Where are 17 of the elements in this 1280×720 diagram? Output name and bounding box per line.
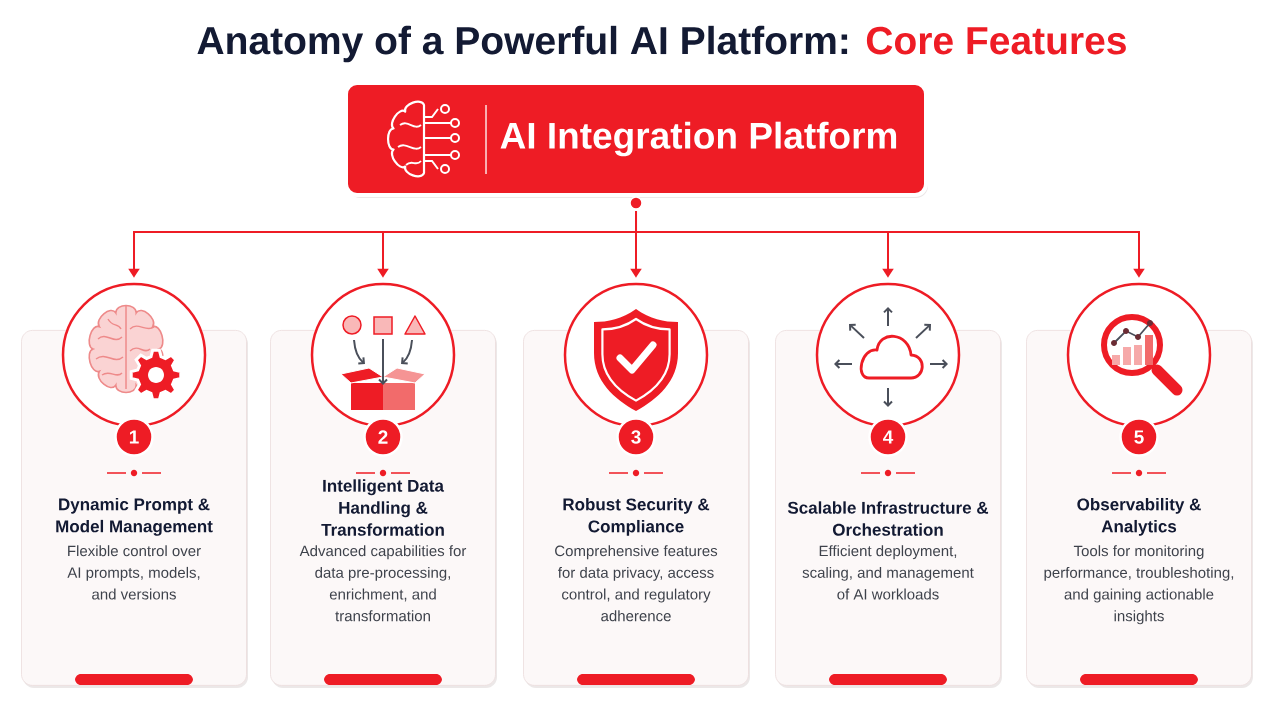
- card-heading: Observability & Analytics: [1077, 497, 1201, 536]
- card-description: Tools for monitoring performance, troubleshoting, and gaining actionable insights: [1044, 545, 1234, 625]
- card-description: Efficient deployment, scaling, and management of AI workloads: [802, 545, 974, 600]
- number-badge: 1: [114, 417, 154, 457]
- number-badge: 4: [868, 417, 908, 457]
- number-badge: 5: [1119, 417, 1159, 457]
- number-badge: 3: [616, 417, 656, 457]
- card-description: Advanced capabilities for data pre-processing, enrichment, and transformation: [299, 545, 467, 622]
- card-description: Comprehensive features for data privacy, access control, and regulatory adherence: [555, 545, 718, 622]
- platform-box: AI Integration Platform: [344, 81, 928, 210]
- card-heading: Dynamic Prompt & Model Management: [56, 497, 213, 536]
- card-heading: Robust Security & Compliance: [563, 497, 710, 536]
- card-description: Flexible control over AI prompts, models, and versions: [67, 545, 201, 600]
- card-heading: Scalable Infrastructure & Orchestration: [787, 501, 989, 536]
- diagram-title: Anatomy of a Powerful AI Platform: Core Features: [197, 25, 1126, 63]
- card-heading: Intelligent Data Handling & Transformation: [321, 479, 445, 536]
- number-badge: 2: [363, 417, 403, 457]
